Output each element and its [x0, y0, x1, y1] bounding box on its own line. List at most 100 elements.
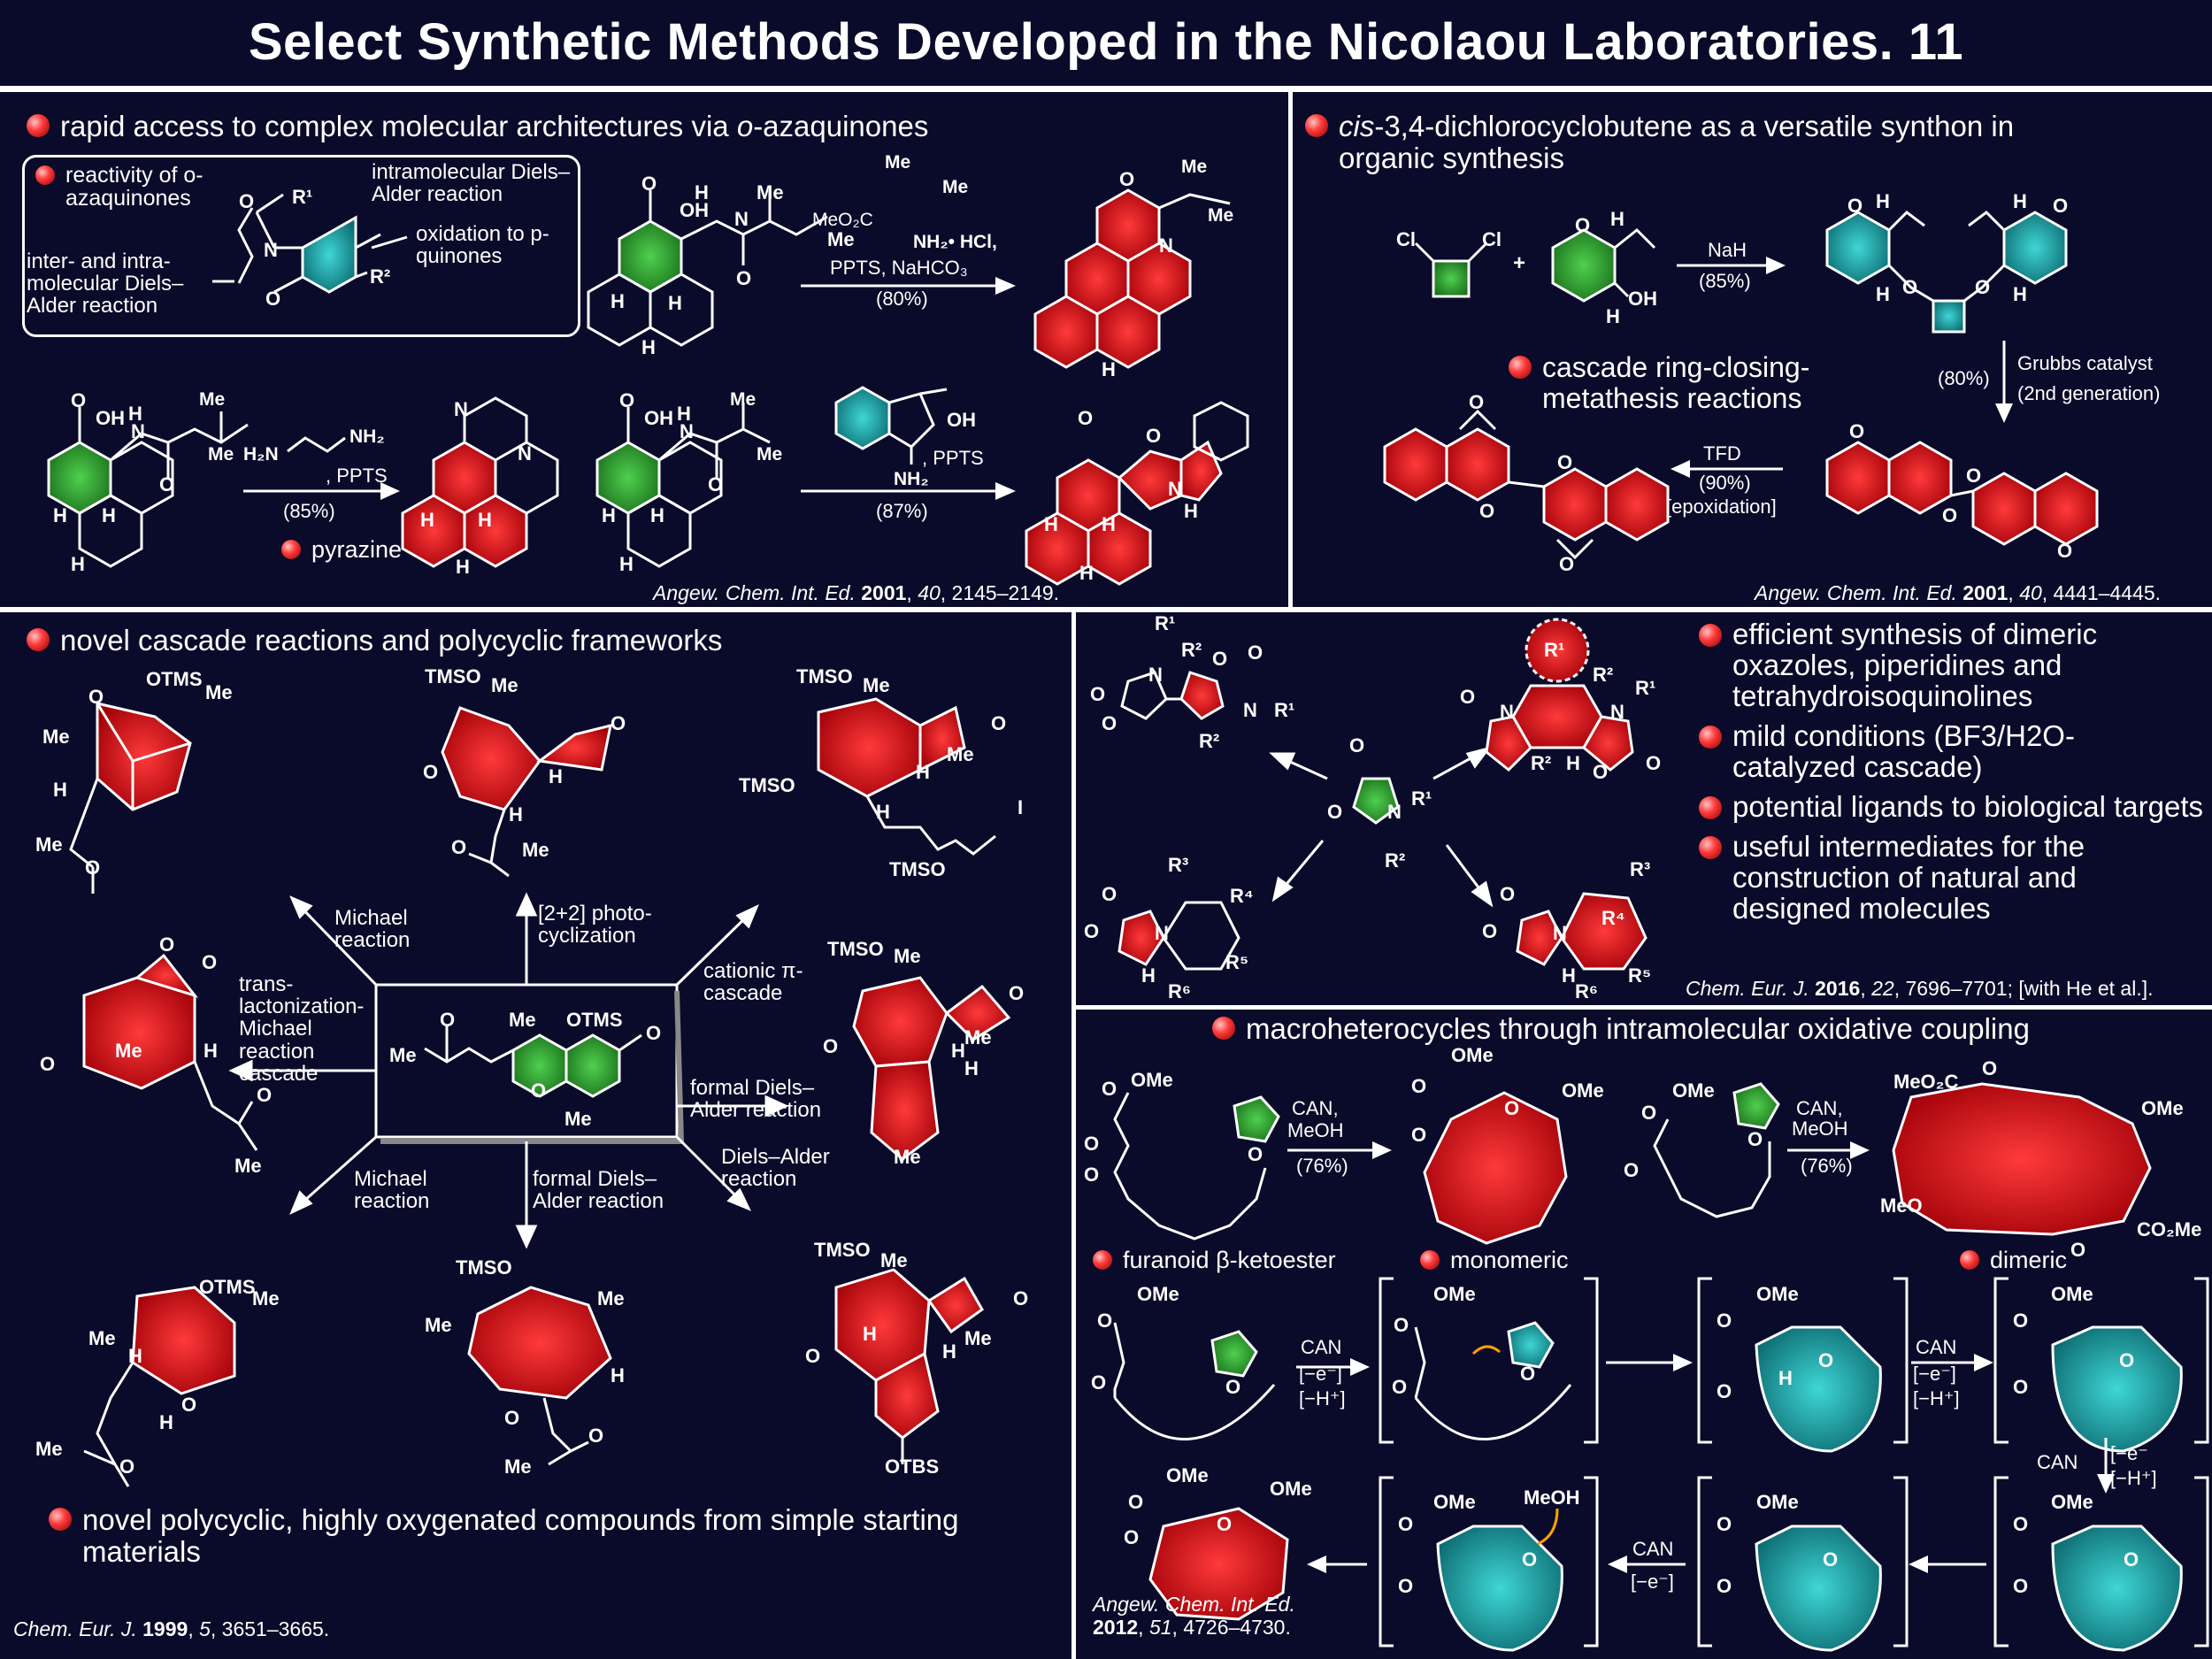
- svg-text:O: O: [1090, 683, 1105, 705]
- svg-text:O: O: [641, 173, 657, 195]
- svg-text:N: N: [1500, 701, 1514, 723]
- svg-text:O: O: [1823, 1548, 1838, 1571]
- svg-text:N: N: [1610, 701, 1624, 723]
- bullet-icon: [1699, 835, 1722, 859]
- svg-text:O: O: [1975, 276, 1990, 298]
- svg-text:Me: Me: [964, 1327, 992, 1349]
- svg-text:Me: Me: [1181, 157, 1207, 177]
- svg-text:O: O: [1225, 1376, 1240, 1398]
- svg-text:N: N: [131, 420, 145, 442]
- svg-text:OTMS: OTMS: [146, 668, 203, 690]
- svg-text:+: +: [1513, 251, 1525, 275]
- mr-bullet-list: efficient synthesis of dimeric oxazoles,…: [1699, 618, 2203, 933]
- michael1-label: Michael reaction: [334, 906, 411, 953]
- svg-text:Me: Me: [35, 1438, 63, 1460]
- svg-text:Me: Me: [522, 839, 549, 861]
- svg-text:OH: OH: [1628, 288, 1657, 310]
- tr-reference: Angew. Chem. Int. Ed. 2001, 40, 4441–444…: [1755, 581, 2162, 604]
- bullet-icon: [1093, 1250, 1112, 1271]
- svg-text:R¹: R¹: [1155, 612, 1175, 634]
- svg-text:N: N: [1159, 234, 1173, 257]
- svg-text:R⁴: R⁴: [1230, 885, 1254, 907]
- svg-text:H: H: [863, 1323, 877, 1345]
- yield1-text: (80%): [876, 288, 928, 310]
- svg-text:O: O: [1500, 883, 1515, 905]
- divider-right-middle: [1076, 1005, 2212, 1010]
- svg-text:TMSO: TMSO: [889, 858, 946, 880]
- svg-text:Me: Me: [42, 726, 70, 748]
- svg-text:O: O: [159, 473, 174, 495]
- svg-text:Me: Me: [885, 152, 910, 173]
- svg-text:O: O: [1717, 1310, 1732, 1332]
- svg-text:Me: Me: [947, 743, 974, 765]
- bullet-icon: [1509, 356, 1532, 379]
- svg-text:O: O: [1646, 752, 1661, 774]
- svg-text:NH₂: NH₂: [894, 469, 929, 489]
- svg-text:O: O: [1460, 686, 1475, 708]
- box-oxidation-label: oxidation to p-quinones: [416, 222, 549, 269]
- svg-text:O: O: [2013, 1376, 2028, 1398]
- svg-text:O: O: [1349, 734, 1364, 757]
- svg-text:Cl: Cl: [1396, 228, 1416, 250]
- svg-text:O: O: [2070, 1239, 2085, 1261]
- svg-text:H: H: [641, 336, 656, 358]
- bullet-icon: [27, 628, 50, 651]
- svg-text:O: O: [1248, 1143, 1263, 1165]
- svg-text:O: O: [181, 1394, 196, 1416]
- svg-text:MeOH: MeOH: [1524, 1486, 1580, 1509]
- svg-text:O: O: [1942, 504, 1957, 526]
- list-item: mild conditions (BF3/H2O- catalyzed casc…: [1699, 720, 2203, 783]
- svg-text:O: O: [257, 1084, 272, 1106]
- svg-text:CAN: CAN: [1632, 1538, 1673, 1560]
- svg-text:O: O: [1102, 712, 1117, 734]
- svg-text:O: O: [440, 1009, 455, 1031]
- svg-text:O: O: [1212, 648, 1227, 670]
- svg-text:[epoxidation]: [epoxidation]: [1666, 495, 1777, 518]
- svg-text:R²: R²: [1593, 664, 1613, 686]
- svg-text:O: O: [504, 1407, 519, 1429]
- svg-text:O: O: [1717, 1575, 1732, 1597]
- svg-text:O: O: [823, 1035, 838, 1057]
- svg-text:R¹: R¹: [1274, 699, 1294, 721]
- svg-text:H: H: [102, 504, 116, 526]
- svg-text:Me: Me: [389, 1044, 417, 1066]
- svg-text:OMe: OMe: [2051, 1283, 2093, 1305]
- svg-text:R⁴: R⁴: [1601, 907, 1625, 929]
- svg-text:R²: R²: [1385, 849, 1405, 872]
- bullet-icon: [27, 114, 50, 137]
- svg-text:O: O: [85, 856, 100, 879]
- svg-text:R³: R³: [1630, 858, 1650, 880]
- svg-text:H: H: [456, 556, 470, 578]
- svg-text:Me: Me: [208, 444, 234, 465]
- svg-text:H: H: [1184, 500, 1198, 522]
- list-item: useful intermediates for the constructio…: [1699, 831, 2203, 925]
- svg-text:Me: Me: [964, 1026, 992, 1048]
- list-item: efficient synthesis of dimeric oxazoles,…: [1699, 618, 2203, 712]
- svg-text:R⁶: R⁶: [1168, 980, 1191, 1002]
- svg-text:O: O: [2013, 1310, 2028, 1332]
- svg-text:H: H: [916, 761, 930, 783]
- svg-text:OTMS: OTMS: [566, 1009, 623, 1031]
- svg-text:MeOH: MeOH: [1792, 1118, 1848, 1140]
- svg-text:H: H: [964, 1057, 979, 1079]
- svg-text:N: N: [1243, 699, 1257, 721]
- svg-text:[−H⁺]: [−H⁺]: [1299, 1387, 1346, 1409]
- svg-text:OH: OH: [96, 407, 125, 429]
- svg-text:OMe: OMe: [1562, 1079, 1604, 1102]
- svg-text:PPTS, NaHCO₃: PPTS, NaHCO₃: [830, 257, 968, 279]
- svg-text:O: O: [1982, 1057, 1997, 1079]
- svg-text:(2nd generation): (2nd generation): [2017, 382, 2160, 404]
- bullet-icon: [1699, 624, 1722, 647]
- svg-text:H: H: [53, 504, 67, 526]
- formal-da1-label: formal Diels– Alder reaction: [690, 1076, 822, 1123]
- svg-text:H: H: [420, 509, 434, 531]
- svg-text:O: O: [2013, 1513, 2028, 1535]
- svg-text:Me: Me: [35, 833, 63, 856]
- svg-text:H: H: [53, 779, 67, 801]
- svg-text:H: H: [695, 181, 709, 204]
- svg-text:H: H: [1610, 208, 1624, 230]
- svg-text:Me: Me: [597, 1287, 625, 1310]
- svg-text:O: O: [1747, 1128, 1763, 1150]
- pyrazine-label: pyrazine: [281, 537, 402, 562]
- svg-text:H: H: [509, 803, 523, 826]
